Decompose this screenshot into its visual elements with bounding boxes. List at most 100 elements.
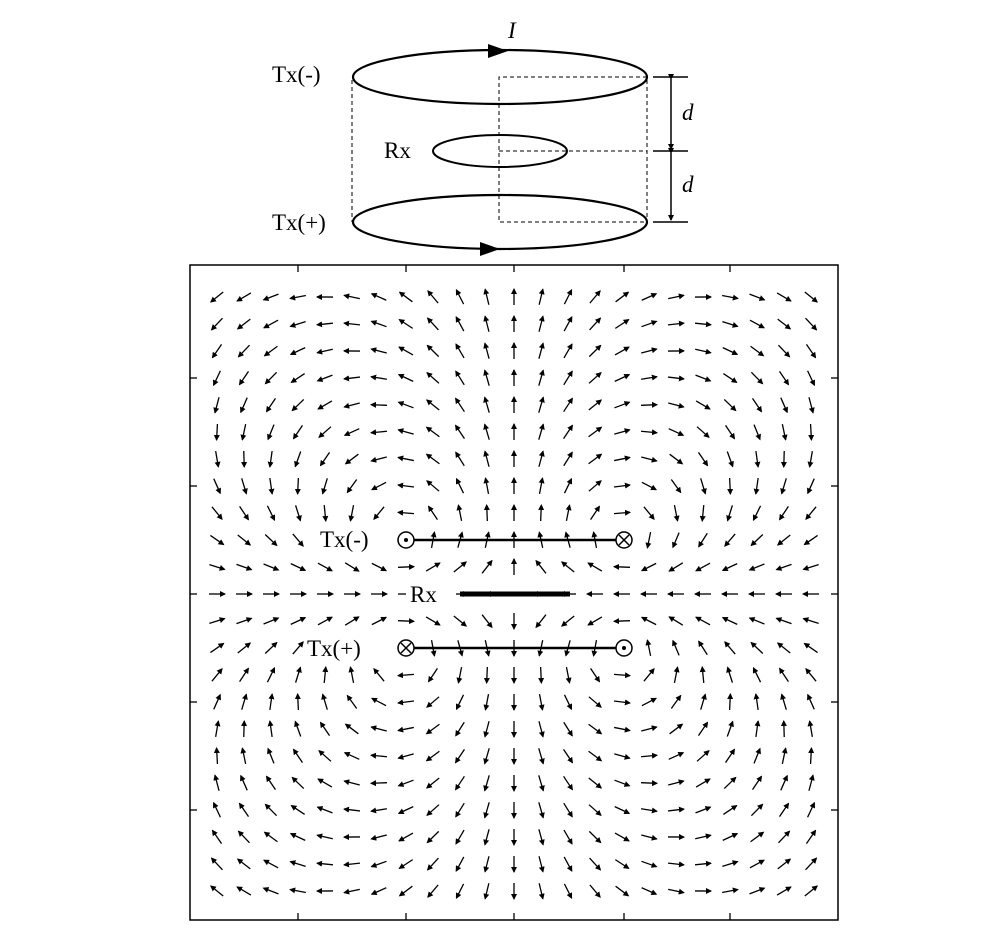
current-out-icon bbox=[397, 531, 415, 549]
field-arrow bbox=[699, 666, 706, 684]
field-arrow bbox=[668, 752, 685, 760]
field-arrow bbox=[563, 397, 573, 413]
field-arrow bbox=[316, 321, 334, 328]
field-arrow bbox=[698, 532, 708, 548]
field-arrow bbox=[344, 616, 360, 626]
field-arrow bbox=[454, 748, 465, 764]
field-arrow bbox=[213, 423, 220, 441]
field-arrow bbox=[563, 477, 573, 494]
field-arrow bbox=[483, 829, 490, 846]
field-arrow bbox=[289, 320, 306, 328]
field-arrow bbox=[538, 802, 545, 819]
field-arrow bbox=[722, 887, 739, 894]
field-arrow bbox=[640, 616, 657, 626]
field-arrow bbox=[538, 396, 545, 413]
field-arrow bbox=[561, 615, 575, 627]
field-arrow bbox=[670, 479, 682, 494]
field-arrow bbox=[538, 694, 545, 711]
field-arrow bbox=[397, 563, 415, 570]
field-arrow bbox=[343, 861, 361, 868]
field-arrow bbox=[614, 401, 631, 409]
field-arrow bbox=[753, 693, 760, 711]
field-arrow bbox=[213, 774, 220, 791]
field-arrow bbox=[538, 748, 545, 765]
field-arrow bbox=[722, 373, 738, 384]
field-arrow bbox=[318, 750, 332, 762]
field-arrow bbox=[290, 563, 307, 571]
field-arrow bbox=[398, 885, 413, 897]
field-arrow bbox=[724, 641, 736, 655]
field-arrow bbox=[455, 883, 465, 900]
field-arrow bbox=[426, 804, 440, 816]
field-arrow bbox=[563, 775, 573, 791]
field-arrow bbox=[294, 451, 302, 468]
field-arrow bbox=[749, 293, 766, 301]
field-arrow bbox=[266, 666, 276, 683]
field-arrow bbox=[751, 398, 763, 413]
field-arrow bbox=[289, 860, 306, 868]
field-arrow bbox=[268, 693, 275, 711]
field-arrow bbox=[263, 859, 279, 869]
field-arrow bbox=[667, 806, 685, 813]
field-arrow bbox=[613, 672, 631, 679]
field-arrow bbox=[672, 639, 680, 656]
field-arrow bbox=[481, 559, 493, 574]
field-arrow bbox=[348, 666, 355, 683]
field-arrow bbox=[316, 374, 333, 382]
field-arrow bbox=[695, 348, 712, 355]
field-arrow bbox=[752, 666, 762, 683]
field-arrow bbox=[563, 694, 573, 711]
field-arrow bbox=[292, 533, 304, 547]
field-arrow bbox=[805, 506, 817, 520]
field-arrow bbox=[241, 693, 248, 710]
field-arrow bbox=[427, 505, 438, 521]
field-arrow bbox=[753, 424, 761, 441]
field-arrow bbox=[668, 428, 685, 436]
field-arrow bbox=[289, 887, 306, 894]
field-arrow bbox=[726, 666, 734, 683]
field-arrow bbox=[805, 857, 818, 871]
field-arrow bbox=[589, 884, 601, 898]
field-arrow bbox=[753, 477, 760, 495]
field-arrow bbox=[750, 831, 765, 843]
field-arrow bbox=[240, 424, 247, 441]
field-arrow bbox=[425, 399, 440, 411]
field-arrow bbox=[641, 481, 657, 491]
field-arrow bbox=[263, 617, 280, 625]
plot-tx-minus-label: Tx(-) bbox=[320, 527, 369, 552]
field-arrow bbox=[397, 401, 414, 409]
field-arrow bbox=[290, 373, 306, 384]
field-arrow bbox=[289, 833, 306, 841]
field-arrow bbox=[721, 563, 738, 571]
field-arrow bbox=[426, 480, 440, 492]
field-arrow bbox=[426, 372, 440, 384]
field-arrow bbox=[563, 343, 573, 359]
field-arrow bbox=[667, 375, 685, 382]
field-arrow bbox=[538, 369, 545, 386]
distance-upper-label: d bbox=[682, 100, 694, 125]
field-arrow bbox=[588, 696, 602, 708]
field-arrow bbox=[640, 374, 658, 381]
field-arrow bbox=[263, 831, 278, 843]
field-arrow bbox=[425, 562, 441, 572]
field-arrow bbox=[535, 559, 547, 574]
field-arrow bbox=[538, 721, 545, 738]
field-arrow bbox=[698, 640, 708, 656]
field-arrow bbox=[668, 402, 685, 409]
field-arrow bbox=[561, 561, 575, 573]
field-arrow bbox=[373, 668, 385, 682]
field-arrow bbox=[370, 780, 388, 787]
field-arrow bbox=[455, 802, 465, 818]
field-arrow bbox=[538, 342, 545, 359]
field-arrow bbox=[397, 753, 414, 760]
field-arrow bbox=[614, 455, 631, 462]
field-arrow bbox=[780, 693, 787, 710]
field-arrow bbox=[696, 426, 710, 438]
field-arrow bbox=[316, 833, 333, 840]
field-arrow bbox=[483, 288, 490, 305]
axis-ticks bbox=[190, 265, 838, 920]
field-arrow bbox=[587, 616, 603, 626]
field-arrow bbox=[455, 721, 465, 737]
field-arrow bbox=[776, 886, 792, 896]
field-arrow bbox=[589, 317, 602, 331]
